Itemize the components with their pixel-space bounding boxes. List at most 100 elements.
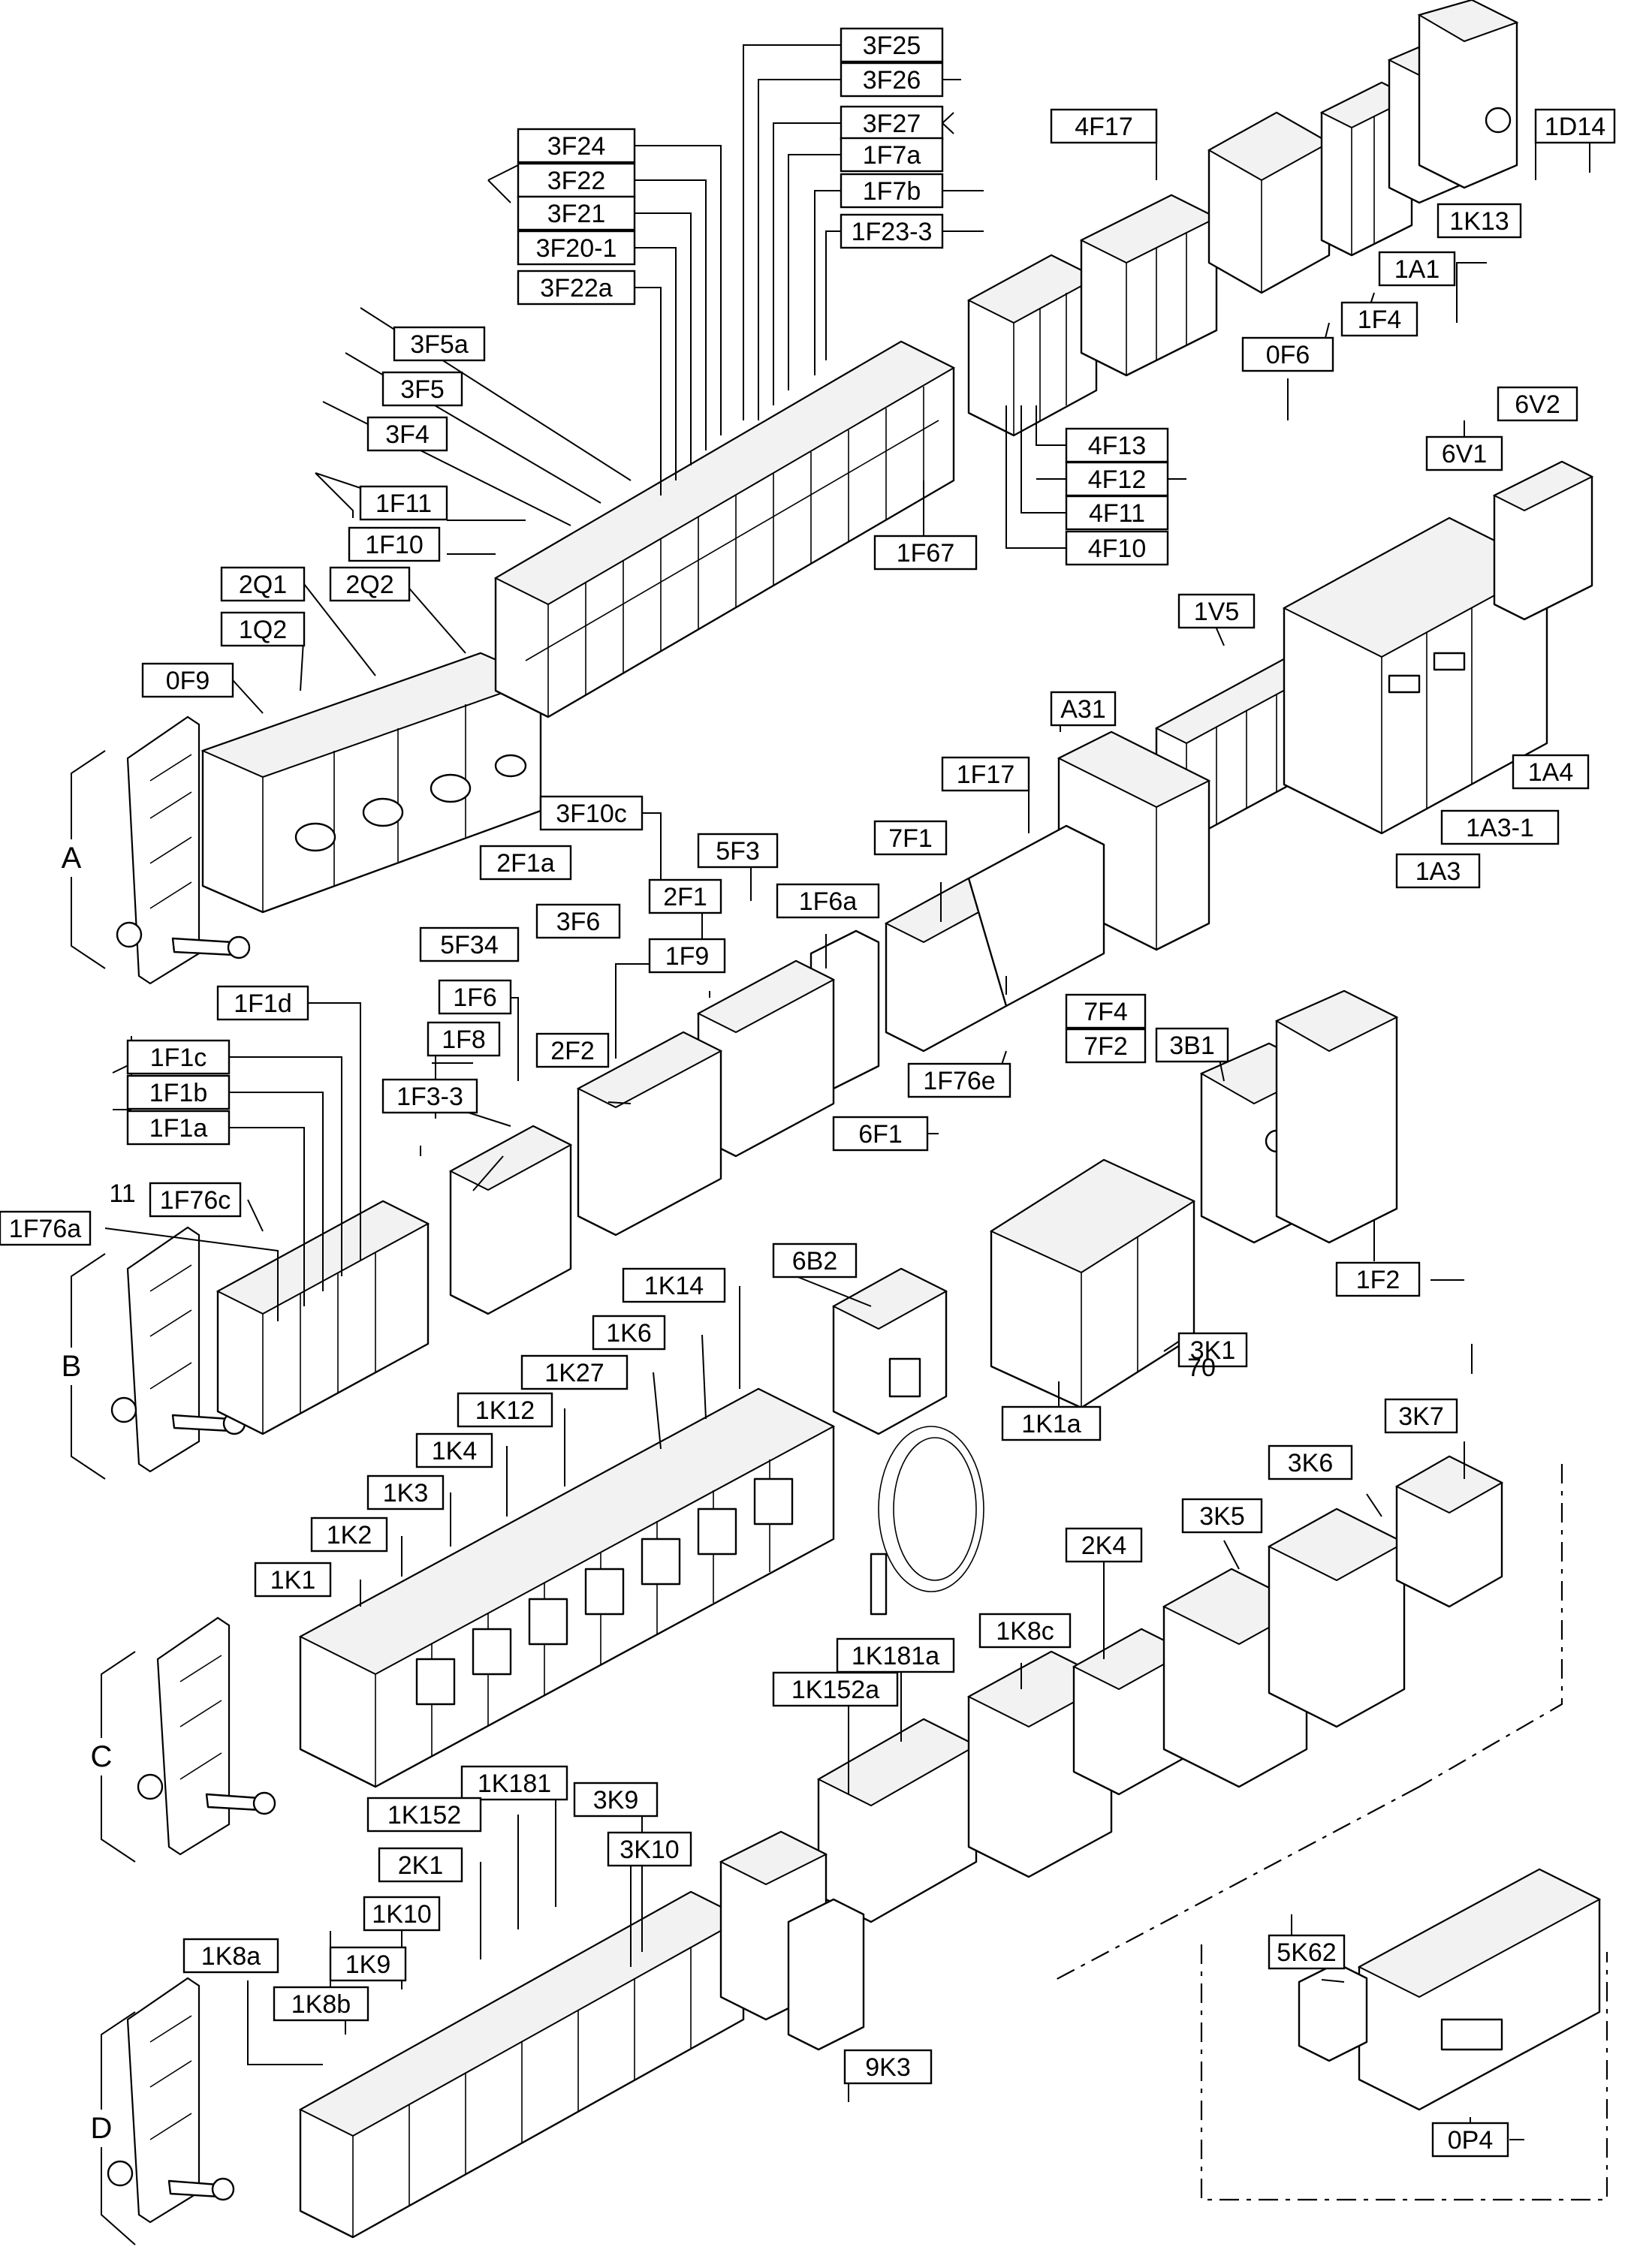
callout-1f11: 1F11 [359,485,448,521]
callout-box [1065,1527,1143,1563]
callout-text: 6V1 [1442,440,1488,468]
callout-3f26: 3F26 [840,62,944,98]
callout-text: 1A1 [1394,255,1440,284]
callout-text: 5K62 [1277,1938,1336,1967]
callout-3f4: 3F4 [366,416,448,452]
callout-text: 3F5 [400,375,445,404]
callout-box [126,1110,231,1146]
callout-box [517,195,636,231]
callout-box [427,1021,501,1057]
callout-text: 1F6 [453,983,497,1012]
callout-1k1a: 1K1a [1001,1405,1102,1441]
callout-text: 2Q2 [345,571,393,599]
callout-text: 1F23-3 [852,218,933,246]
callout-1f6: 1F6 [438,979,512,1015]
callout-1k1: 1K1 [254,1562,332,1598]
callout-text: 1F3-3 [396,1083,463,1111]
callout-box [1050,108,1158,144]
group-label-d: D [91,2112,113,2145]
callout-box [517,230,636,266]
callout-box [149,1182,242,1218]
callout-text: 2K1 [398,1851,444,1880]
group-label-c: C [91,1740,113,1773]
callout-text: 1K181a [852,1642,939,1670]
component-drawings [107,0,1608,2239]
callout-text: 2F1 [663,883,707,911]
callout-box [840,213,944,249]
callout-text: 1K6 [606,1319,652,1348]
callout-text: 1F7a [863,141,921,170]
rail-a [116,715,251,985]
callout-text: 3F25 [863,32,921,60]
callout-box [381,1078,478,1114]
callout-4f12: 4F12 [1065,461,1169,497]
callout-5f3: 5F3 [697,833,779,869]
callout-2k4: 2K4 [1065,1527,1143,1563]
callout-1f1d: 1F1d [216,985,309,1021]
contactors-right [816,1455,1504,1923]
callout-0p4: 0P4 [1431,2122,1509,2158]
callout-text: 1K10 [372,1900,431,1929]
callout-text: 1K1 [270,1566,316,1595]
callout-box [438,979,512,1015]
callout-box [648,878,722,914]
callout-2f2: 2F2 [535,1032,610,1068]
callout-box [648,938,726,974]
callout-text: 7F4 [1084,998,1128,1026]
callout-text: 3K6 [1288,1449,1334,1477]
callout-box [1395,853,1481,889]
3b1-block [1199,989,1399,1244]
0f6-block [1207,111,1331,294]
callout-1f4: 1F4 [1340,301,1418,337]
callout-1k13: 1K13 [1437,203,1522,239]
callout-box [1065,1028,1147,1064]
callout-5k62: 5K62 [1268,1934,1346,1970]
callout-text: 1F9 [665,942,710,971]
callout-box [378,1847,463,1883]
callout-3f21: 3F21 [517,195,636,231]
callout-9k3: 9K3 [843,2049,933,2085]
callout-text: 5F3 [716,837,760,866]
callout-text: 1K152 [387,1801,461,1830]
callout-1k8c: 1K8c [978,1613,1072,1649]
callout-1f10: 1F10 [348,526,441,562]
callout-box [535,903,621,939]
callout-box [517,162,636,198]
callout-text: 4F11 [1089,499,1145,528]
callout-text: 0F9 [166,667,210,695]
callout-3k1: 3K1 [1177,1332,1248,1368]
1a3-modules [1282,517,1549,835]
1d14-block [1417,0,1519,189]
callout-box [329,1946,407,1982]
contactor-row-c [298,1387,836,1788]
callout-text: 1F1c [150,1044,207,1072]
callout-text: 4F13 [1088,432,1147,460]
callout-1k6: 1K6 [592,1315,666,1351]
callout-1k3: 1K3 [366,1474,445,1510]
callout-box [254,1562,332,1598]
callout-text: 1K1a [1021,1410,1081,1438]
callout-box [1177,1332,1248,1368]
mcb-group-4f [966,194,1219,437]
dashdot-enclosure-0p4 [1200,1944,1608,2201]
callout-3f27: 3F27 [840,105,944,141]
callout-1k8a: 1K8a [182,1938,279,1974]
callout-box [479,845,572,881]
callout-box [1340,301,1418,337]
callout-3k5: 3K5 [1181,1498,1263,1534]
callout-1k181: 1K181 [460,1765,568,1801]
callout-3f20-1: 3F20-1 [517,230,636,266]
callout-1k2: 1K2 [310,1517,388,1553]
breakers-mid [448,824,1105,1315]
callout-3k7: 3K7 [1384,1398,1458,1434]
callout-text: 1F1d [234,989,292,1018]
callout-1q2: 1Q2 [220,611,306,647]
callout-box [697,833,779,869]
callout-box [907,1062,1011,1098]
callout-box [1512,754,1590,790]
callout-6v2: 6V2 [1497,386,1578,422]
callout-box [1268,1444,1353,1480]
callout-text: 1F11 [375,489,432,518]
text-seventy: 70 [1187,1354,1216,1382]
callout-4f11: 4F11 [1065,495,1169,531]
